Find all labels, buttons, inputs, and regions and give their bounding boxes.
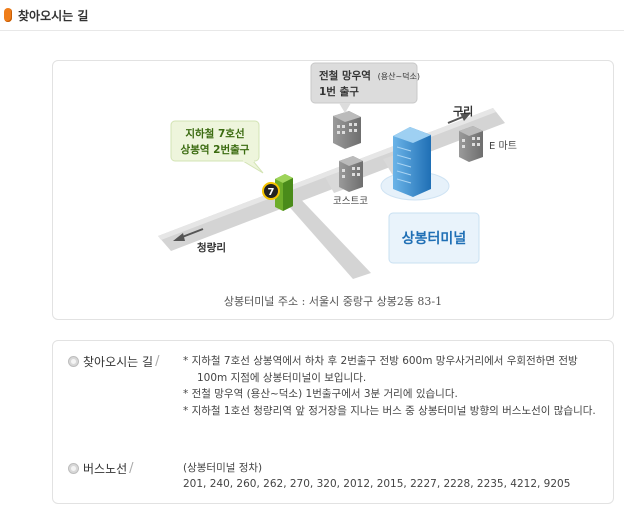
location-map: 7 지하철 7호선 상봉역 2번출구 전철 망우역 (용산~덕소) 1번 출구 … xyxy=(158,62,517,279)
callout-subway7-line1: 지하철 7호선 xyxy=(185,127,244,140)
building-top-icon xyxy=(333,111,361,149)
label-guri: 구리 xyxy=(453,104,473,118)
line7-badge-icon xyxy=(262,182,280,200)
callout-rail-line1-small: (용산~덕소) xyxy=(378,71,420,81)
callout-rail-line2: 1번 출구 xyxy=(319,85,359,98)
directions-heading: 찾아오시는 길 / xyxy=(68,353,159,370)
cross-road xyxy=(278,189,371,279)
callout-subway7-line2: 상봉역 2번출구 xyxy=(181,143,250,156)
directions-item: * 지하철 1호선 청량리역 앞 정거장을 지나는 버스 중 상봉터미널 방향의… xyxy=(183,404,596,417)
building-emart-icon xyxy=(459,126,483,162)
terminal-label-box: 상봉터미널 xyxy=(388,212,480,264)
subway-station-icon: 7 xyxy=(262,174,293,211)
callout-rail: 전철 망우역 (용산~덕소) 1번 출구 xyxy=(310,62,420,113)
bullet-circle-icon xyxy=(68,463,79,474)
map-panel: 7 지하철 7호선 상봉역 2번출구 전철 망우역 (용산~덕소) 1번 출구 … xyxy=(52,60,614,320)
bus-info: (상봉터미널 정차) 201, 240, 260, 262, 270, 320,… xyxy=(183,460,570,492)
page-title: 찾아오시는 길 xyxy=(4,5,88,25)
terminal-building-icon xyxy=(380,127,450,201)
bus-title: (상봉터미널 정차) xyxy=(183,462,263,474)
info-panel: 찾아오시는 길 / * 지하철 7호선 상봉역에서 하차 후 2번출구 전방 6… xyxy=(52,340,614,504)
label-cheongnyangni: 청량리 xyxy=(197,241,226,254)
arrow-head-left-icon xyxy=(173,233,185,241)
slash-icon: / xyxy=(155,354,160,369)
directions-item: * 지하철 7호선 상봉역에서 하차 후 2번출구 전방 600m 망우사거리에… xyxy=(183,355,578,384)
directions-item: * 전철 망우역 (용산~덕소) 1번출구에서 3분 거리에 있습니다. xyxy=(183,388,458,400)
page-title-text: 찾아오시는 길 xyxy=(18,8,89,23)
title-divider xyxy=(0,30,624,31)
terminal-address: 상봉터미널 주소 : 서울시 중랑구 상봉2동 83-1 xyxy=(223,295,443,308)
label-emart: E 마트 xyxy=(489,140,517,152)
svg-text:전철 망우역 (용산~덕소): 전철 망우역 (용산~덕소) xyxy=(319,69,420,82)
bullet-circle-icon xyxy=(68,356,79,367)
bus-heading: 버스노선 / xyxy=(68,460,134,477)
directions-heading-text: 찾아오시는 길 xyxy=(83,355,154,369)
building-costco-icon xyxy=(339,156,363,192)
arrow-head-right-icon xyxy=(460,113,471,121)
bus-routes: 201, 240, 260, 262, 270, 320, 2012, 2015… xyxy=(183,478,571,490)
orange-bullet-icon xyxy=(4,8,12,22)
directions-list: * 지하철 7호선 상봉역에서 하차 후 2번출구 전방 600m 망우사거리에… xyxy=(183,353,603,419)
label-costco: 코스트코 xyxy=(333,196,368,207)
terminal-label: 상봉터미널 xyxy=(402,231,466,247)
slash-icon: / xyxy=(129,461,134,476)
station-number: 7 xyxy=(268,187,275,198)
callout-rail-line1: 전철 망우역 xyxy=(319,69,371,82)
callout-subway7: 지하철 7호선 상봉역 2번출구 xyxy=(170,120,264,174)
bus-heading-text: 버스노선 xyxy=(83,462,128,476)
